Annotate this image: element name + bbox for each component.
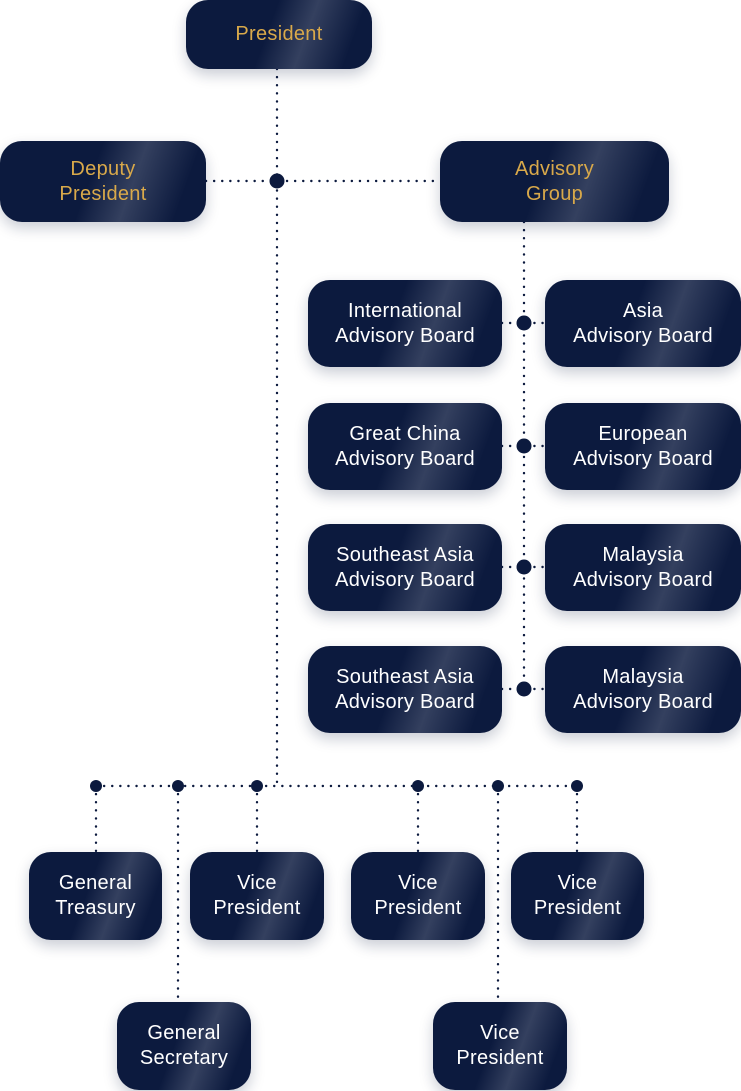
- node-label: Malaysia Advisory Board: [573, 543, 713, 591]
- node-malaysia-advisory-board-2: Malaysia Advisory Board: [545, 646, 741, 733]
- node-label: European Advisory Board: [573, 422, 713, 470]
- node-president: President: [186, 0, 372, 69]
- node-asia-advisory-board: Asia Advisory Board: [545, 280, 741, 367]
- node-southeast-asia-advisory-board-2: Southeast Asia Advisory Board: [308, 646, 502, 733]
- junction-dot-deputy-advisory: [269, 173, 285, 189]
- node-label: Asia Advisory Board: [573, 299, 713, 347]
- node-label: Advisory Group: [514, 157, 595, 205]
- junction-dot-board-row-1: [516, 315, 532, 331]
- node-international-advisory-board: International Advisory Board: [308, 280, 502, 367]
- node-advisory-group: Advisory Group: [440, 141, 669, 222]
- node-deputy-president: Deputy President: [0, 141, 206, 222]
- node-label: Great China Advisory Board: [335, 422, 475, 470]
- node-label: Vice President: [213, 872, 301, 919]
- node-vice-president-1: Vice President: [190, 852, 324, 940]
- junction-dot-vice-president-4: [492, 780, 504, 792]
- node-label: Southeast Asia Advisory Board: [335, 665, 475, 713]
- junction-dot-board-row-3: [516, 559, 532, 575]
- junction-dot-vice-president-3: [571, 780, 583, 792]
- junction-dot-vice-president-1: [251, 780, 263, 792]
- node-great-china-advisory-board: Great China Advisory Board: [308, 403, 502, 490]
- node-label: Malaysia Advisory Board: [573, 665, 713, 713]
- node-vice-president-3: Vice President: [511, 852, 644, 940]
- node-label: General Treasury: [55, 872, 136, 919]
- junction-dot-vice-president-2: [412, 780, 424, 792]
- node-label: Deputy President: [59, 157, 147, 205]
- node-vice-president-2: Vice President: [351, 852, 485, 940]
- node-label: President: [235, 23, 323, 45]
- node-general-secretary: General Secretary: [117, 1002, 251, 1090]
- node-general-treasury: General Treasury: [29, 852, 162, 940]
- node-vice-president-4: Vice President: [433, 1002, 567, 1090]
- node-malaysia-advisory-board: Malaysia Advisory Board: [545, 524, 741, 611]
- node-label: Vice President: [456, 1022, 544, 1069]
- node-label: International Advisory Board: [335, 299, 475, 347]
- node-label: Vice President: [374, 872, 462, 919]
- node-southeast-asia-advisory-board: Southeast Asia Advisory Board: [308, 524, 502, 611]
- junction-dot-general-secretary: [172, 780, 184, 792]
- node-label: Vice President: [533, 872, 622, 919]
- node-label: Southeast Asia Advisory Board: [335, 543, 475, 591]
- junction-dot-board-row-2: [516, 438, 532, 454]
- junction-dot-general-treasury: [90, 780, 102, 792]
- node-european-advisory-board: European Advisory Board: [545, 403, 741, 490]
- junction-dot-board-row-4: [516, 681, 532, 697]
- node-label: General Secretary: [139, 1022, 229, 1069]
